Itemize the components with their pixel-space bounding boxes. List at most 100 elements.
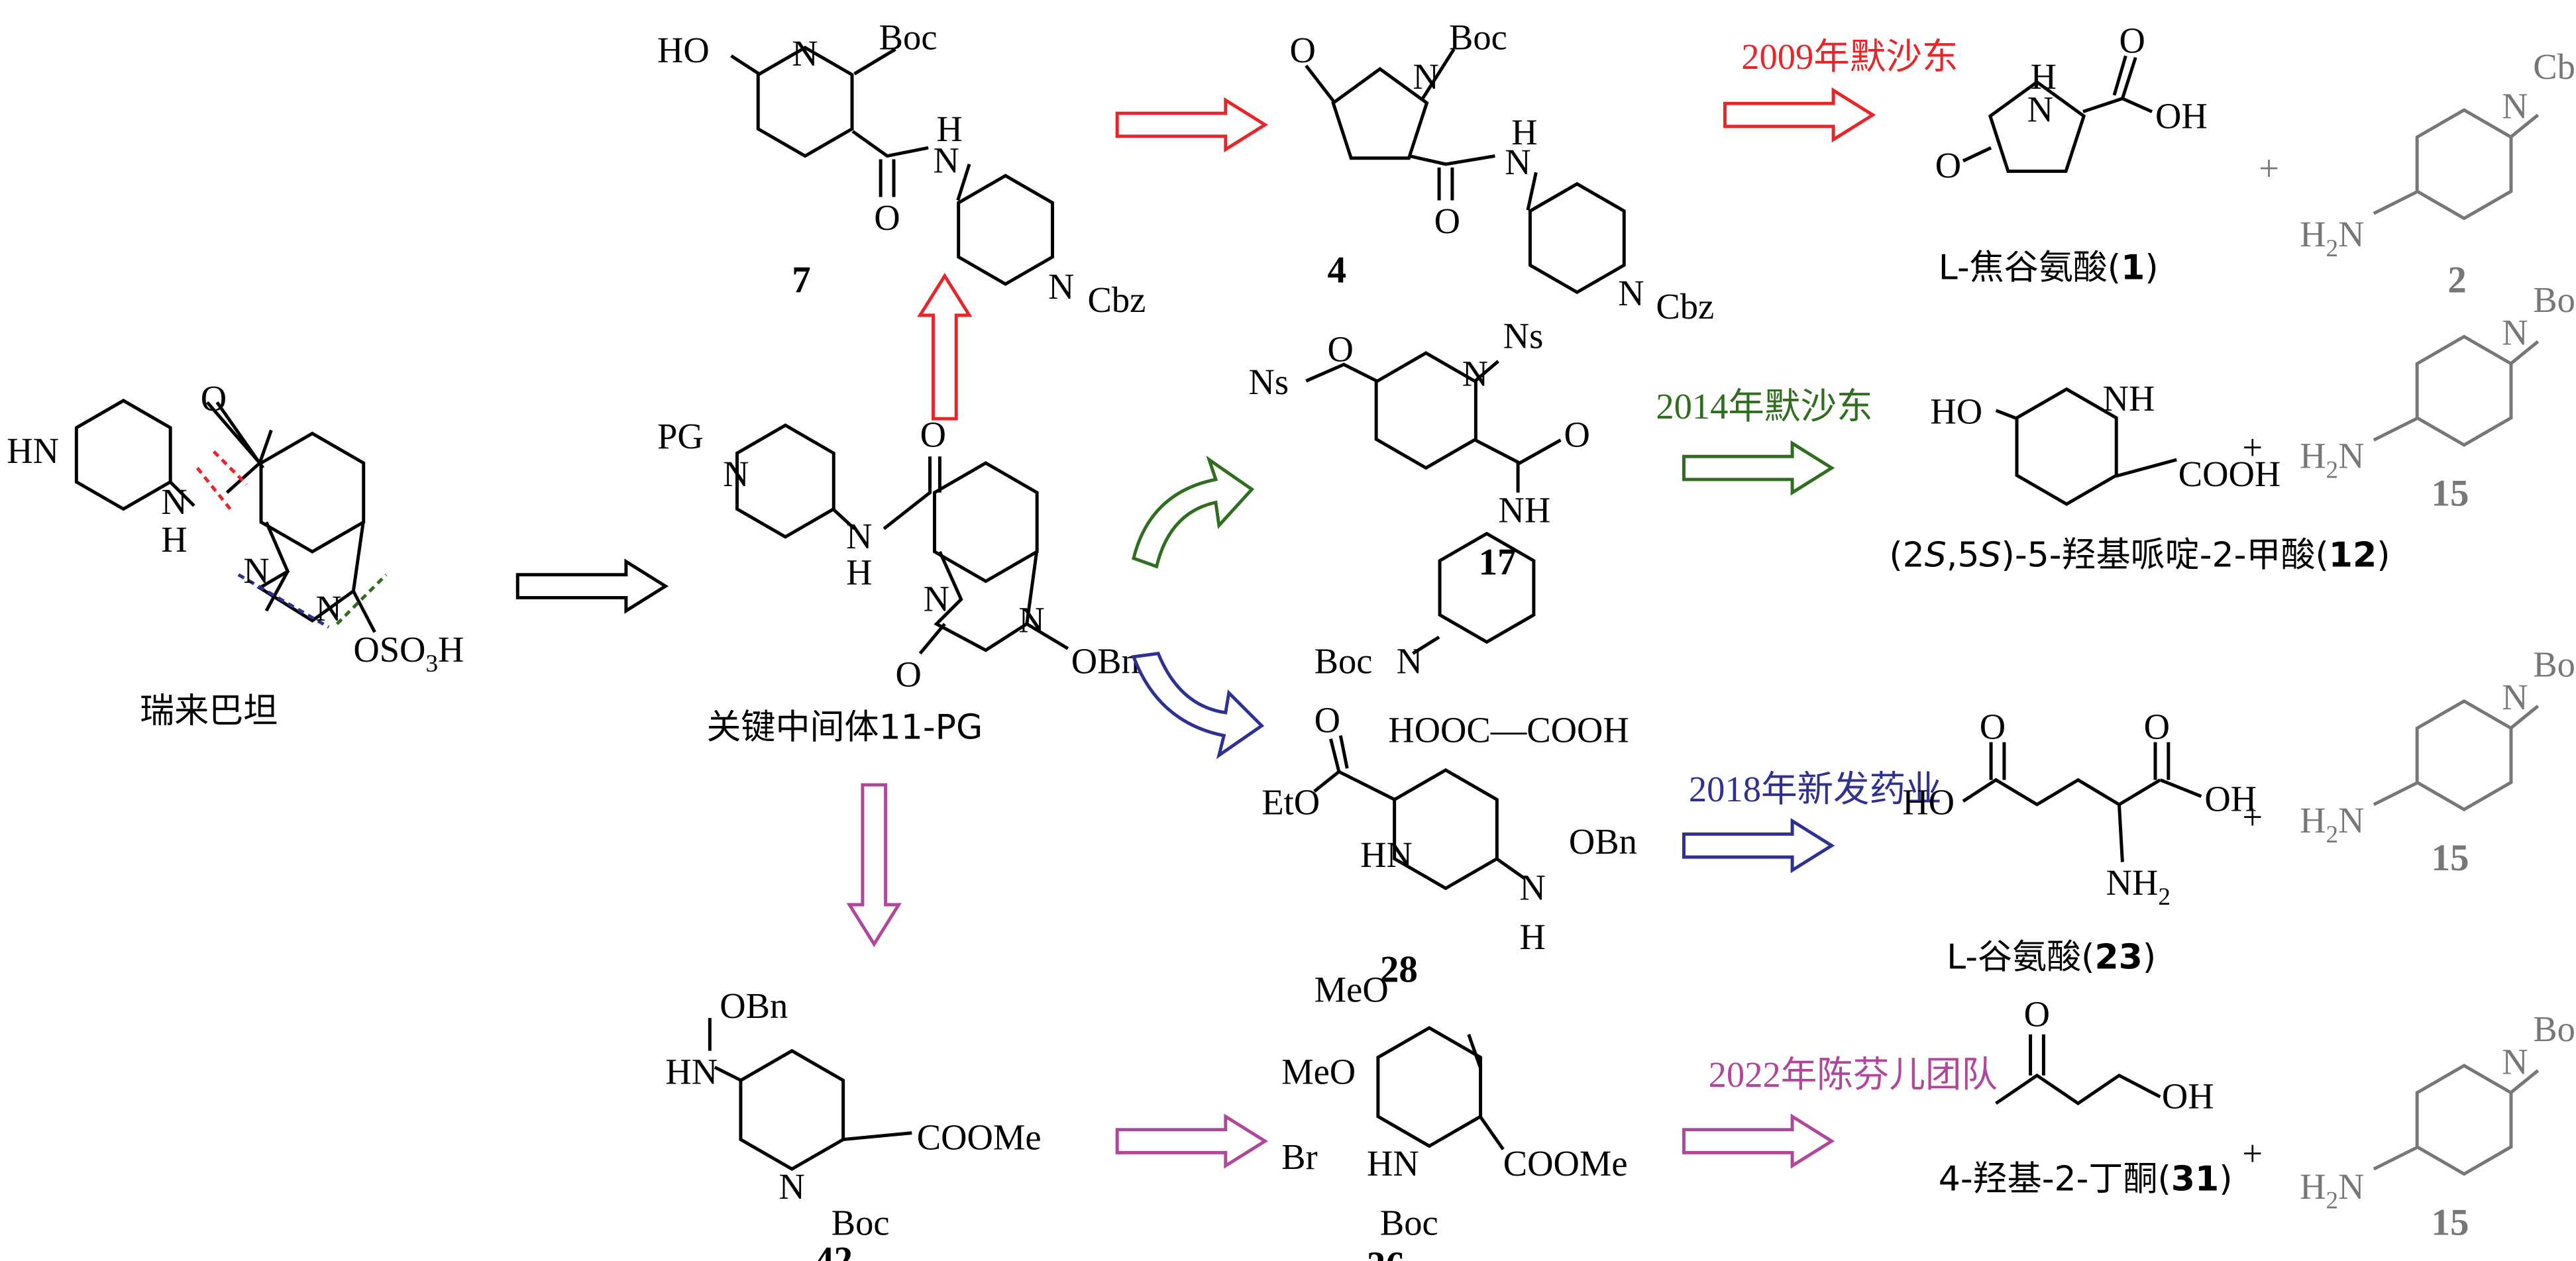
atom-label: N xyxy=(1505,142,1530,182)
piperidine-ring xyxy=(2415,334,2513,447)
relebactam-structure: HN N H O N N OSO3H 瑞来巴坦 xyxy=(7,378,464,731)
compound-1-name: L-焦谷氨酸(1) xyxy=(1939,248,2159,287)
atom-label: MeO xyxy=(1315,969,1389,1009)
compound-number: 2 xyxy=(2447,259,2467,301)
atom-label: H2N xyxy=(2300,214,2364,262)
plus-sign: + xyxy=(2242,797,2263,837)
atom-label: MeO xyxy=(1281,1051,1356,1091)
piperidine-ring xyxy=(2415,108,2513,221)
atom-label: HO xyxy=(1930,391,1982,432)
atom-label: H2N xyxy=(2300,1166,2364,1215)
piperidine-ring xyxy=(957,174,1054,286)
plus-sign: + xyxy=(2242,1133,2263,1174)
atom-label: O xyxy=(2024,993,2050,1034)
compound-1-structure: H N O OH O L-焦谷氨酸(1) xyxy=(1935,20,2208,287)
red-route-arrow-2 xyxy=(1723,87,1876,143)
atom-label: EtO xyxy=(1261,782,1320,823)
compound-28-structure: HOOC—COOH O EtO HN N OBn H 28 xyxy=(1261,700,1637,991)
atom-label: N xyxy=(2502,313,2528,353)
atom-label: Boc xyxy=(2533,1009,2576,1049)
atom-label: Boc xyxy=(879,17,938,57)
compound-number: 15 xyxy=(2432,473,2469,515)
atom-label: O xyxy=(2119,20,2145,60)
atom-label: H xyxy=(846,552,872,593)
atom-label: COOH xyxy=(2178,454,2281,494)
green-curved-arrow xyxy=(1132,455,1255,569)
atom-label: HN xyxy=(665,1051,718,1091)
atom-label: Br xyxy=(1281,1136,1318,1177)
red-route-arrow-1 xyxy=(1115,97,1268,153)
atom-label: N xyxy=(161,481,187,522)
piperidine-ring xyxy=(74,399,172,511)
compound-36-structure: MeO MeO Br HN Boc COOMe 36 xyxy=(1281,969,1628,1261)
plus-sign: + xyxy=(2242,427,2263,468)
atom-label: Cbz xyxy=(1088,279,1146,320)
atom-label: H xyxy=(2031,56,2057,97)
atom-label: N xyxy=(1018,599,1044,640)
compound-15-structure: H2N N Boc 15 xyxy=(2300,279,2576,515)
compound-number: 4 xyxy=(1328,249,1347,291)
atom-label: O xyxy=(1935,145,1961,185)
purple-route-arrow-down xyxy=(846,783,902,948)
compound-31-name: 4-羟基-2-丁酮(31) xyxy=(1939,1159,2233,1199)
atom-label: N xyxy=(1048,266,1074,307)
atom-label: N xyxy=(2502,85,2528,126)
compound-number: 7 xyxy=(792,259,811,301)
atom-label: O xyxy=(201,378,227,419)
atom-label: Boc xyxy=(1315,640,1373,681)
atom-label: NH xyxy=(2103,378,2155,419)
atom-label: O xyxy=(920,414,946,454)
atom-label: OH xyxy=(2155,95,2208,136)
atom-label: HO xyxy=(1902,782,1955,823)
atom-label: N xyxy=(792,33,818,74)
route-label-2014: 2014年默沙东 xyxy=(1656,386,1872,427)
atom-label: OBn xyxy=(1569,821,1637,862)
compound-23-name: L-谷氨酸(23) xyxy=(1947,938,2156,978)
atom-label: H2N xyxy=(2300,800,2364,848)
atom-label: Ns xyxy=(1249,362,1289,402)
compound-number: 15 xyxy=(2432,837,2469,879)
piperidine-ring xyxy=(1438,531,1536,644)
atom-label: HN xyxy=(7,430,59,471)
purple-route-arrow-2 xyxy=(1682,1113,1835,1169)
atom-label: O xyxy=(1564,414,1590,454)
atom-label: N xyxy=(723,454,749,494)
atom-label: N xyxy=(778,1166,804,1207)
purple-route-arrow-1 xyxy=(1115,1113,1268,1169)
atom-label: OH xyxy=(2162,1076,2214,1116)
intermediate-label: 关键中间体11-PG xyxy=(706,708,983,748)
piperidine-ring xyxy=(2415,699,2513,812)
atom-label: N xyxy=(934,140,959,180)
atom-label: OBn xyxy=(1071,640,1140,681)
atom-label: Boc xyxy=(832,1202,890,1242)
blue-route-arrow xyxy=(1682,818,1835,874)
atom-label: N xyxy=(1397,640,1422,681)
compound-15-structure: H2N N Boc 15 xyxy=(2300,1009,2576,1244)
compound-number: 36 xyxy=(1367,1244,1405,1261)
atom-label: N xyxy=(315,588,341,629)
blue-curved-arrow xyxy=(1131,651,1265,760)
atom-label: H xyxy=(1520,917,1546,957)
atom-label: N xyxy=(924,578,949,619)
compound-7-structure: HO N Boc H N O N Cbz 7 xyxy=(657,17,1146,320)
atom-label: N xyxy=(2027,89,2053,129)
compound-15-structure: H2N N Boc 15 xyxy=(2300,644,2576,879)
piperidine-ring xyxy=(1528,181,1626,295)
atom-label: COOMe xyxy=(917,1117,1042,1157)
atom-label: H xyxy=(161,519,187,560)
piperidine-ring xyxy=(2015,387,2118,506)
route-label-2009: 2009年默沙东 xyxy=(1741,36,1958,77)
compound-23-structure: O HO O OH NH2 L-谷氨酸(23) xyxy=(1902,707,2257,978)
atom-label: O xyxy=(874,197,900,238)
compound-number: 42 xyxy=(815,1239,853,1261)
salt-label: HOOC—COOH xyxy=(1388,710,1629,750)
atom-label: O xyxy=(1289,30,1315,70)
compound-12-structure: HO NH COOH (2S,5S)-5-羟基哌啶-2-甲酸(12) xyxy=(1889,378,2390,576)
compound-17-structure: Ns O N Ns O N H N Boc 17 xyxy=(1249,316,1590,681)
compound-2-structure: H2N N Cbz 2 xyxy=(2300,46,2576,301)
compound-number: 15 xyxy=(2432,1201,2469,1243)
bicyclic-ring xyxy=(933,461,1039,583)
atom-label: O xyxy=(895,654,921,694)
atom-label: N xyxy=(243,550,269,591)
